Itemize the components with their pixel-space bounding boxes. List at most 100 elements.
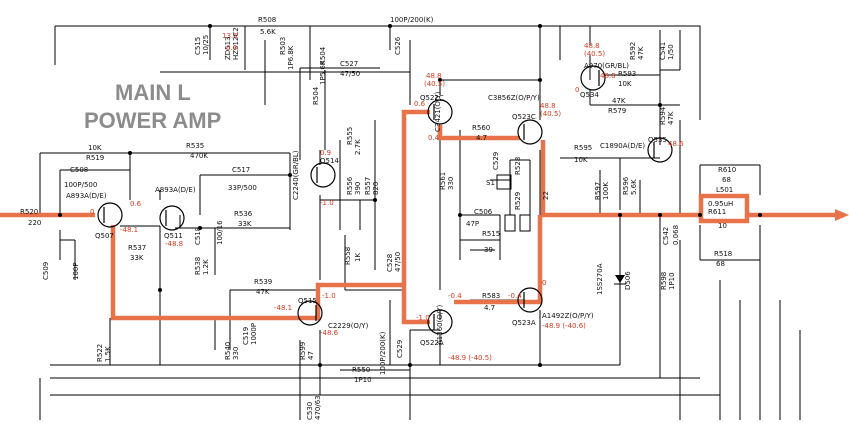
label-c3421: C3421(O/Y) bbox=[434, 91, 442, 132]
label-r598v: 1P10 bbox=[668, 272, 676, 290]
title-line1: MAIN L bbox=[115, 80, 191, 105]
label-r593v: 10K bbox=[618, 80, 632, 88]
label-c508v: 100P/500 bbox=[64, 181, 97, 189]
label-r561: R561 bbox=[439, 172, 447, 190]
label-r583: R583 bbox=[482, 292, 500, 300]
label-v488d: 48.8 bbox=[600, 72, 616, 80]
label-r550: R550 bbox=[352, 366, 370, 374]
label-r610: R610 bbox=[718, 166, 736, 174]
label-r508: R508 bbox=[258, 16, 276, 24]
label-c509: C509 bbox=[42, 262, 50, 280]
label-r529: R529 bbox=[514, 192, 522, 210]
label-r558: R558 bbox=[344, 247, 352, 265]
label-l501: L501 bbox=[716, 186, 733, 194]
component-labels: R508 5.6K 100P/200(K) C515 10/25 13.6 ZD… bbox=[20, 16, 736, 420]
label-v10b: -1.0 bbox=[322, 292, 336, 300]
label-v488e: -48.8 bbox=[165, 240, 183, 248]
label-r539: R539 bbox=[254, 278, 272, 286]
label-c518: C518 bbox=[194, 227, 202, 245]
label-c541: C541 bbox=[659, 42, 667, 60]
r528-resistor bbox=[504, 214, 516, 232]
label-r595: R595 bbox=[574, 144, 592, 152]
label-r594v: 47K bbox=[667, 111, 675, 125]
label-c527v: 47/50 bbox=[340, 70, 360, 78]
label-r598: R598 bbox=[660, 272, 668, 290]
label-v10c: -1.0 bbox=[416, 314, 430, 322]
label-r595v: 10K bbox=[574, 156, 588, 164]
label-v405b: (40.5) bbox=[540, 110, 561, 118]
label-c2240: C2240(GR/BL) bbox=[292, 150, 300, 200]
label-v04: 0.4 bbox=[428, 134, 440, 142]
label-q522c: Q522C bbox=[420, 94, 444, 102]
label-s1: S1 bbox=[486, 179, 495, 187]
label-v488b: 48.8 bbox=[540, 102, 556, 110]
label-q534: Q534 bbox=[580, 91, 599, 99]
label-r520v: 220 bbox=[28, 219, 41, 227]
label-r538v: 1.2K bbox=[202, 259, 210, 275]
label-r557: R557 bbox=[364, 177, 372, 195]
label-c530: C530 bbox=[306, 402, 314, 420]
label-zd513: ZD513 bbox=[224, 36, 232, 60]
label-v481a: -48.1 bbox=[120, 226, 138, 234]
label-v04c: -0.4 bbox=[508, 292, 522, 300]
label-r503v: 1P6.8K bbox=[287, 45, 295, 70]
label-r556: R556 bbox=[346, 176, 354, 195]
label-r583v: 4.7 bbox=[484, 304, 495, 312]
label-c519: C519 bbox=[242, 327, 250, 345]
label-c-top: 100P/200(K) bbox=[390, 16, 434, 24]
label-c529b: C529 bbox=[396, 340, 404, 358]
label-r597v: 100K bbox=[602, 182, 610, 200]
label-a893a: A893A(D/E) bbox=[66, 192, 107, 200]
label-c506: C506 bbox=[474, 208, 493, 216]
label-q535: Q535 bbox=[648, 136, 667, 144]
label-r518: R518 bbox=[714, 250, 732, 258]
label-r560: R560 bbox=[472, 124, 490, 132]
label-l501v: 0.95uH bbox=[708, 200, 733, 208]
label-r596: R596 bbox=[622, 176, 630, 195]
label-r611v: 10 bbox=[718, 222, 727, 230]
label-v06b: 0.6 bbox=[414, 100, 426, 108]
label-q515: Q515 bbox=[298, 297, 317, 305]
label-r540: R540 bbox=[224, 342, 232, 360]
label-r592v: 47K bbox=[637, 46, 645, 60]
label-c517: C517 bbox=[232, 166, 250, 174]
label-v0c: 0 bbox=[542, 279, 546, 287]
label-c530v: 470/63 bbox=[314, 395, 322, 420]
label-r504: R504 bbox=[319, 46, 327, 65]
label-c-bot: 100P/200(K) bbox=[379, 331, 387, 375]
label-v489: -48.9 (-40.5) bbox=[448, 354, 492, 362]
label-r599v: 47 bbox=[307, 351, 315, 360]
label-v09: 0.9 bbox=[320, 149, 331, 157]
label-c506v: 47P bbox=[466, 220, 479, 228]
label-c528: C528 bbox=[386, 254, 394, 272]
label-r522: R522 bbox=[96, 344, 104, 362]
label-r522v: 1.5K bbox=[104, 346, 112, 362]
label-v488a: 48.8 bbox=[426, 72, 442, 80]
label-c519v: 1000P bbox=[250, 323, 258, 345]
label-c1890: C1890A(D/E) bbox=[600, 142, 645, 150]
label-r39: 39 bbox=[484, 246, 493, 254]
label-d506: D506 bbox=[624, 271, 632, 290]
label-r550v: 1P10 bbox=[354, 376, 372, 384]
label-c3856: C3856Z(O/P/Y) bbox=[488, 94, 540, 102]
label-r599: R599 bbox=[299, 342, 307, 360]
label-v136: 13.6 bbox=[222, 32, 238, 40]
label-c517v: 33P/500 bbox=[228, 184, 257, 192]
signal-path bbox=[0, 109, 849, 325]
label-c518v: 100/16 bbox=[216, 220, 224, 245]
label-a970: A970(GR/BL) bbox=[584, 62, 629, 70]
label-r555: R555 bbox=[346, 127, 354, 145]
label-v10a: -1.0 bbox=[320, 199, 334, 207]
label-r555v: 2.7K bbox=[354, 139, 362, 155]
label-r540v: 330 bbox=[232, 347, 240, 360]
label-a1360: A1360(O/Y) bbox=[436, 305, 444, 345]
label-r594: R594 bbox=[659, 106, 667, 125]
label-r535v: 470K bbox=[190, 152, 208, 160]
label-c542: C542 bbox=[662, 227, 670, 245]
label-r519: R519 bbox=[86, 154, 104, 162]
label-c515: C515 bbox=[194, 37, 202, 55]
label-r579v: 47K bbox=[612, 97, 626, 105]
label-v06c: 0.6 bbox=[130, 200, 142, 208]
label-c528v: 47/50 bbox=[394, 252, 402, 272]
label-r537: R537 bbox=[128, 244, 146, 252]
